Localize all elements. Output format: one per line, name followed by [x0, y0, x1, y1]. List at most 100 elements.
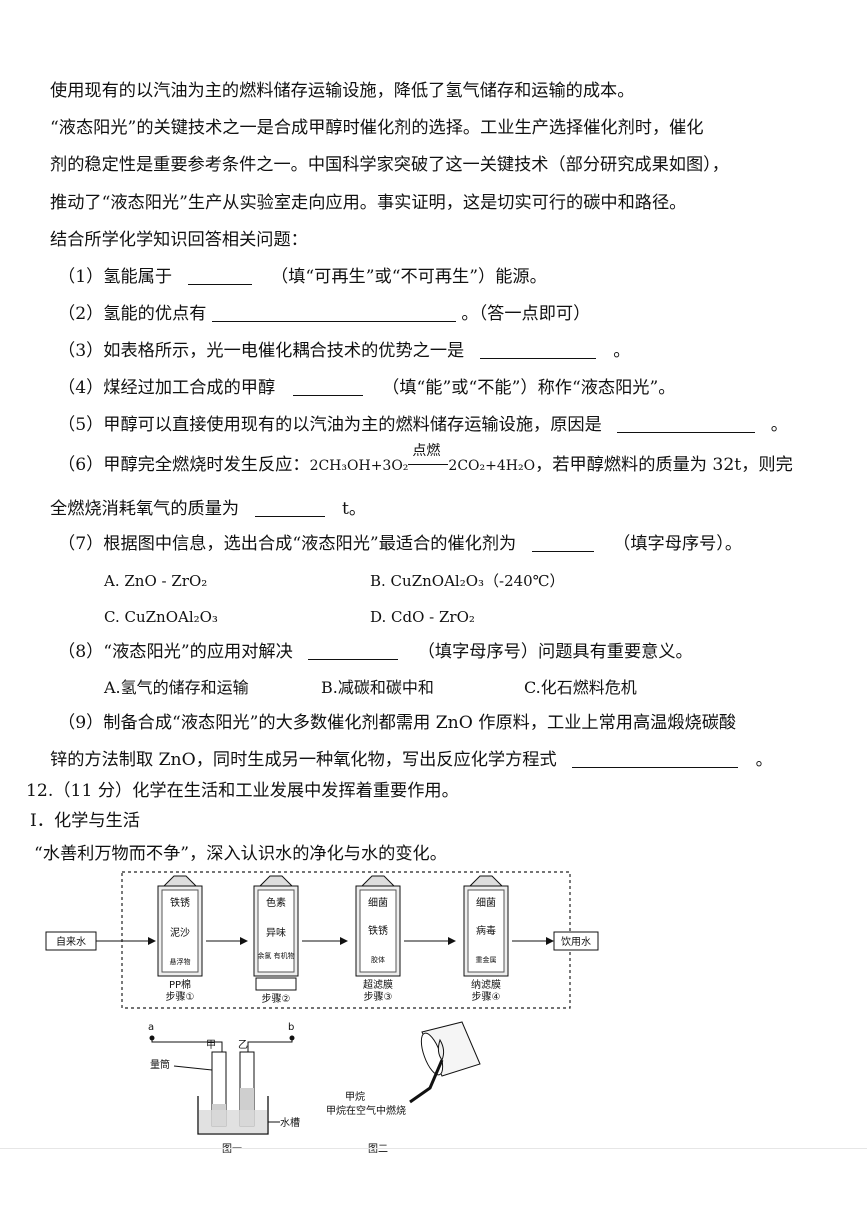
question-2: （2）氢能的优点有 。（答一点即可）	[58, 303, 590, 325]
text-line-4: 推动了“液态阳光”生产从实验室走向应用。事实证明，这是切实可行的碳中和路径。	[50, 193, 687, 213]
q3-end: 。	[613, 341, 631, 361]
q6-unit: t。	[342, 499, 367, 519]
q6-line2-prompt: 全燃烧消耗氧气的质量为	[50, 499, 240, 519]
step4-bottom-label: 重金属	[476, 955, 497, 964]
water-trough	[197, 1096, 269, 1135]
step2-mid-label: 异味	[266, 927, 286, 939]
q8-option-c[interactable]: C.化石燃料危机	[524, 678, 637, 697]
q4-answer-blank[interactable]	[292, 379, 363, 396]
q8-option-a[interactable]: A.氢气的储存和运输	[104, 678, 249, 697]
flow-arrowhead-1	[240, 937, 248, 945]
question-3: （3）如表格所示，光一电催化耦合技术的优势之一是 。	[58, 340, 630, 362]
q9-answer-blank[interactable]	[572, 751, 739, 768]
q3-answer-blank[interactable]	[479, 342, 596, 359]
methane-label: 甲烷	[345, 1090, 365, 1103]
q1-hint: （填“可再生”或“不可再生”）能源。	[271, 267, 547, 287]
text-line-3: 剂的稳定性是重要参考条件之一。中国科学家突破了这一关键技术（部分研究成果如图），	[50, 155, 729, 175]
step3-bottom-label: 胶体	[371, 955, 385, 964]
q4-prompt: （4）煤经过加工合成的甲醇	[58, 378, 276, 398]
output-label: 饮用水	[561, 935, 591, 948]
q8-answer-blank[interactable]	[308, 643, 399, 660]
tube-yi-label: 乙	[238, 1039, 248, 1051]
filter-step-4: 细菌 病毒 重金属 纳滤膜 步骤④	[463, 875, 509, 1003]
q6-reaction-condition: 点燃	[408, 443, 449, 476]
filter-step-2: 色素 异味 余氯 有机物 步骤②	[253, 875, 299, 1005]
q1-answer-blank[interactable]	[187, 268, 252, 285]
q7-option-d[interactable]: D. CdO - ZrO₂	[370, 608, 475, 626]
q6-answer-blank[interactable]	[254, 500, 325, 517]
tube-label: 量筒	[150, 1058, 170, 1071]
figure-2-2-caption: 图二	[368, 1143, 388, 1155]
trough-label: 水槽	[280, 1116, 300, 1129]
q4-hint: （填“能”或“不能”）称作“液态阳光”。	[382, 378, 676, 398]
section-quote: “水善利万物而不争”，深入认识水的净化与水的变化。	[34, 844, 447, 864]
figure-2-1-caption: 图一	[222, 1143, 242, 1155]
q8-prompt: （8）“液态阳光”的应用对解决	[58, 642, 293, 662]
q8-hint: （填字母序号）问题具有重要意义。	[417, 642, 693, 662]
step4-material-label: 纳滤膜	[471, 978, 501, 991]
q1-prompt: （1）氢能属于	[58, 267, 173, 287]
q2-prompt: （2）氢能的优点有	[58, 304, 207, 324]
question-4: （4）煤经过加工合成的甲醇 （填“能”或“不能”）称作“液态阳光”。	[58, 377, 675, 399]
step1-mid-label: 泥沙	[170, 926, 190, 939]
step2-blank-box[interactable]	[255, 977, 297, 991]
step3-mid-label: 铁锈	[368, 924, 388, 937]
flow-arrowhead-3	[448, 937, 456, 945]
text-line-5: 结合所学化学知识回答相关问题：	[50, 230, 308, 250]
q5-end: 。	[770, 415, 788, 435]
question-9-line-1: （9）制备合成“液态阳光”的大多数催化剂都需用 ZnO 作原料，工业上常用高温煅…	[58, 713, 737, 733]
output-box	[553, 931, 599, 951]
section-title: I．化学与生活	[30, 811, 140, 831]
q5-answer-blank[interactable]	[617, 416, 756, 433]
text-line-2: “液态阳光”的关键技术之一是合成甲醇时催化剂的选择。工业生产选择催化剂时，催化	[50, 118, 704, 138]
methane-burning-label: 甲烷在空气中燃烧	[326, 1104, 406, 1117]
q7-answer-blank[interactable]	[531, 535, 594, 552]
question-9-line-2: 锌的方法制取 ZnO，同时生成另一种氧化物，写出反应化学方程式 。	[50, 749, 773, 771]
wire-b	[247, 1038, 293, 1098]
step3-material-label: 超滤膜	[363, 978, 393, 991]
question-5: （5）甲醇可以直接使用现有的以汽油为主的燃料储存运输设施，原因是 。	[58, 414, 788, 436]
step2-step-label: 步骤②	[262, 993, 291, 1005]
step4-step-label: 步骤④	[472, 991, 501, 1003]
step4-top-label: 细菌	[476, 896, 496, 909]
q9-line2-prompt: 锌的方法制取 ZnO，同时生成另一种氧化物，写出反应化学方程式	[50, 750, 557, 770]
question-8: （8）“液态阳光”的应用对解决 （填字母序号）问题具有重要意义。	[58, 641, 693, 663]
water-purification-diagram: 自来水 铁锈 泥沙 悬浮物 PP棉 步骤① 色素 异味 余氯 有机物 步骤② 细…	[45, 871, 599, 1009]
q7-prompt: （7）根据图中信息，选出合成“液态阳光”最适合的催化剂为	[58, 534, 517, 554]
electrode-a-label: a	[148, 1022, 154, 1033]
q6-reaction-arrow	[408, 464, 449, 465]
flow-arrowhead-4	[546, 937, 554, 945]
flame-icon	[437, 1038, 445, 1062]
q6-continuation: ，若甲醇燃料的质量为 32t，则完	[535, 455, 793, 475]
q2-answer-blank[interactable]	[211, 305, 456, 322]
q6-equation-left: 2CH₃OH+3O₂	[309, 458, 409, 474]
q7-hint: （填字母序号）。	[613, 534, 743, 554]
flow-arrowhead-0	[148, 937, 156, 945]
combustion-beaker	[420, 1021, 481, 1077]
tube-jia-label: 甲	[206, 1040, 216, 1051]
q7-option-c[interactable]: C. CuZnOAl₂O₃	[104, 608, 218, 626]
filter-step-1: 铁锈 泥沙 悬浮物 PP棉 步骤①	[157, 875, 203, 1003]
q6-prompt: （6）甲醇完全燃烧时发生反应：	[58, 455, 310, 475]
step4-mid-label: 病毒	[476, 924, 496, 937]
step1-bottom-label: 悬浮物	[170, 957, 191, 966]
q8-option-b[interactable]: B.减碳和碳中和	[321, 678, 434, 697]
step1-top-label: 铁锈	[170, 896, 190, 909]
step2-top-label: 色素	[266, 896, 286, 909]
q7-option-a[interactable]: A. ZnO - ZrO₂	[104, 572, 208, 590]
filter-step-3: 细菌 铁锈 胶体 超滤膜 步骤③	[355, 875, 401, 1003]
question-1: （1）氢能属于 （填“可再生”或“不可再生”）能源。	[58, 266, 547, 288]
electrode-b-label: b	[288, 1022, 294, 1033]
q2-hint: 。（答一点即可）	[461, 304, 591, 324]
q7-option-b[interactable]: B. CuZnOAl₂O₃（-240℃）	[370, 572, 565, 590]
step1-material-label: PP棉	[169, 978, 191, 991]
q5-prompt: （5）甲醇可以直接使用现有的以汽油为主的燃料储存运输设施，原因是	[58, 415, 602, 435]
flow-arrowhead-2	[340, 937, 348, 945]
page-divider	[0, 1148, 867, 1149]
question-6-line-2: 全燃烧消耗氧气的质量为 t。	[50, 498, 366, 520]
electrolysis-and-combustion-diagram: a b 甲 乙 量筒 水槽 图一 甲烷 甲烷在空气中燃烧 图二	[148, 1021, 481, 1155]
q6-condition-text: 点燃	[412, 443, 441, 459]
step2-bottom-label: 余氯 有机物	[257, 951, 294, 960]
question-12-title: 12.（11 分）化学在生活和工业发展中发挥着重要作用。	[26, 781, 459, 801]
